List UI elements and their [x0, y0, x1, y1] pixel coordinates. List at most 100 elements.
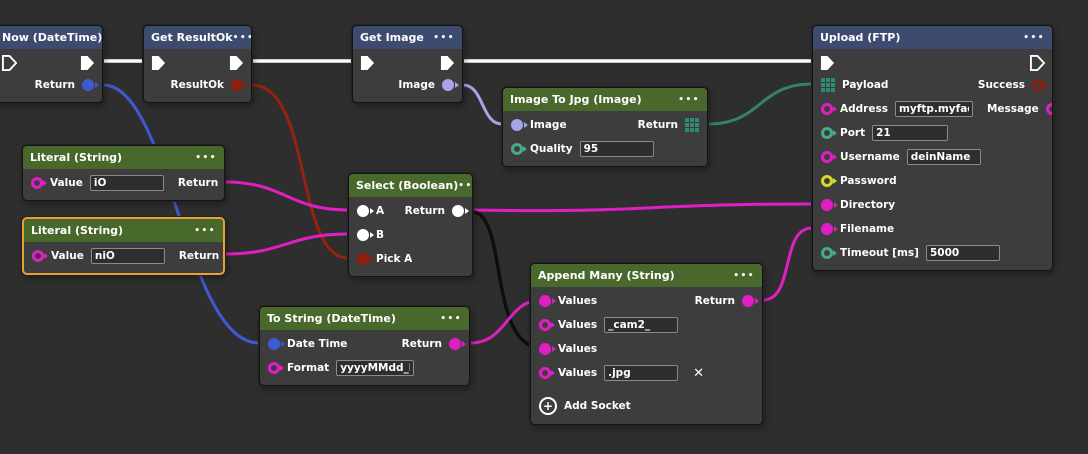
port-success[interactable]	[1032, 79, 1048, 91]
node-header[interactable]: Get Image•••	[353, 26, 462, 49]
node-header[interactable]: Image To Jpg (Image)•••	[503, 88, 707, 111]
add-socket-label[interactable]: Add Socket	[564, 400, 631, 412]
add-socket-button[interactable]: + Add Socket	[531, 393, 762, 419]
port-payload[interactable]	[821, 78, 835, 92]
row-label: Message	[986, 103, 1039, 115]
node-literal-string-1[interactable]: Literal (String)•••ValueReturn	[22, 145, 225, 201]
port-return[interactable]	[452, 205, 469, 217]
port-value[interactable]	[31, 177, 47, 189]
port-return[interactable]	[82, 79, 99, 91]
exec-out-arrow[interactable]	[440, 54, 455, 71]
node-menu-icon[interactable]: •••	[194, 225, 216, 236]
node-row: ValueReturn	[23, 171, 224, 195]
port-input[interactable]	[872, 125, 949, 141]
port-address[interactable]	[821, 103, 837, 115]
wire-literal2-return-to-select-b[interactable]	[224, 232, 349, 256]
delete-socket-icon[interactable]: ✕	[693, 365, 704, 381]
exec-in-arrow[interactable]	[360, 54, 375, 71]
wire-resultok-to-select-picka[interactable]	[251, 83, 349, 260]
node-menu-icon[interactable]: •••	[733, 270, 755, 281]
node-menu-icon[interactable]: •••	[440, 313, 462, 324]
port-a[interactable]	[357, 205, 374, 217]
quality-input[interactable]	[579, 141, 654, 157]
port-directory[interactable]	[821, 199, 838, 211]
node-menu-icon[interactable]: •••	[433, 32, 455, 43]
port-message[interactable]	[1045, 103, 1052, 115]
port-b[interactable]	[357, 229, 374, 241]
exec-out-arrow[interactable]	[229, 54, 244, 71]
node-menu-icon[interactable]: •••	[232, 32, 251, 43]
port-format[interactable]	[268, 362, 284, 374]
username-input[interactable]	[906, 149, 981, 165]
node-menu-icon[interactable]: •••	[1023, 32, 1045, 43]
node-header[interactable]: Append Many (String)•••	[531, 264, 762, 287]
node-row: Port	[813, 121, 1052, 145]
port-return[interactable]	[685, 118, 699, 132]
port-return[interactable]	[449, 338, 466, 350]
port-value[interactable]	[32, 250, 48, 262]
timeout-ms--input[interactable]	[925, 245, 1000, 261]
exec-in-arrow[interactable]	[2, 54, 17, 71]
node-literal-string-2[interactable]: Literal (String)•••ValueReturn	[22, 217, 225, 275]
node-menu-icon[interactable]: •••	[195, 152, 217, 163]
wire-getimage-image-to-jpg-image[interactable]	[462, 83, 503, 126]
format-input[interactable]	[336, 360, 415, 376]
port-password[interactable]	[821, 175, 837, 187]
port-values[interactable]	[539, 367, 555, 379]
node-menu-icon[interactable]: •••	[678, 94, 700, 105]
wire-select-return-to-upload-directory[interactable]	[472, 202, 813, 213]
node-menu-icon[interactable]: •••	[458, 180, 473, 191]
port-quality[interactable]	[511, 143, 527, 155]
port-pick-a[interactable]	[357, 253, 374, 265]
values-input[interactable]	[604, 317, 679, 333]
address-input[interactable]	[894, 101, 973, 117]
node-header[interactable]: Upload (FTP)•••	[813, 26, 1052, 49]
exec-in-arrow[interactable]	[820, 54, 835, 71]
wire-now-return-to-tostring-datetime[interactable]	[102, 83, 260, 345]
node-get-resultok[interactable]: Get ResultOk•••ResultOk	[143, 25, 252, 103]
exec-in-arrow[interactable]	[151, 54, 166, 71]
wire-literal1-return-to-select-a[interactable]	[224, 180, 349, 212]
node-header[interactable]: To String (DateTime)•••	[260, 307, 469, 330]
port-values[interactable]	[539, 319, 555, 331]
node-menu-icon[interactable]: •••	[102, 33, 103, 43]
port-port[interactable]	[821, 127, 837, 139]
row-label: Success	[977, 79, 1025, 91]
port-date-time[interactable]	[268, 338, 285, 350]
node-header[interactable]: Get ResultOk•••	[144, 26, 251, 49]
wire-jpg-return-to-upload-payload[interactable]	[707, 82, 813, 126]
port-username[interactable]	[821, 151, 837, 163]
node-now-datetime[interactable]: Now (DateTime)•••Return	[0, 25, 103, 103]
node-body: ValueReturn	[24, 242, 223, 273]
values-input[interactable]	[604, 365, 679, 381]
port-values[interactable]	[539, 295, 556, 307]
add-socket-icon[interactable]: +	[539, 397, 557, 415]
node-upload-ftp[interactable]: Upload (FTP)•••PayloadSuccessAddressMess…	[812, 25, 1053, 271]
node-row: Values✕	[531, 361, 762, 385]
port-filename[interactable]	[821, 223, 838, 235]
exec-out-arrow[interactable]	[1030, 54, 1045, 71]
node-header[interactable]: Select (Boolean)•••	[349, 174, 472, 197]
value-input[interactable]	[89, 175, 164, 191]
wire-append-return-to-upload-filename[interactable]	[762, 226, 813, 302]
node-row: Image	[353, 73, 462, 97]
port-return[interactable]	[742, 295, 759, 307]
port-image[interactable]	[442, 79, 459, 91]
port-image[interactable]	[511, 119, 528, 131]
port-timeout-ms-[interactable]	[821, 247, 837, 259]
exec-out-arrow[interactable]	[80, 54, 95, 71]
wire-select-return-to-append-values3[interactable]	[472, 210, 543, 350]
port-resultok[interactable]	[231, 79, 248, 91]
node-header[interactable]: Literal (String)•••	[23, 146, 224, 169]
node-header[interactable]: Now (DateTime)•••	[0, 26, 102, 49]
port-values[interactable]	[539, 343, 556, 355]
node-header[interactable]: Literal (String)•••	[24, 219, 223, 242]
node-get-image[interactable]: Get Image••• Image	[352, 25, 463, 103]
value-input[interactable]	[90, 248, 165, 264]
